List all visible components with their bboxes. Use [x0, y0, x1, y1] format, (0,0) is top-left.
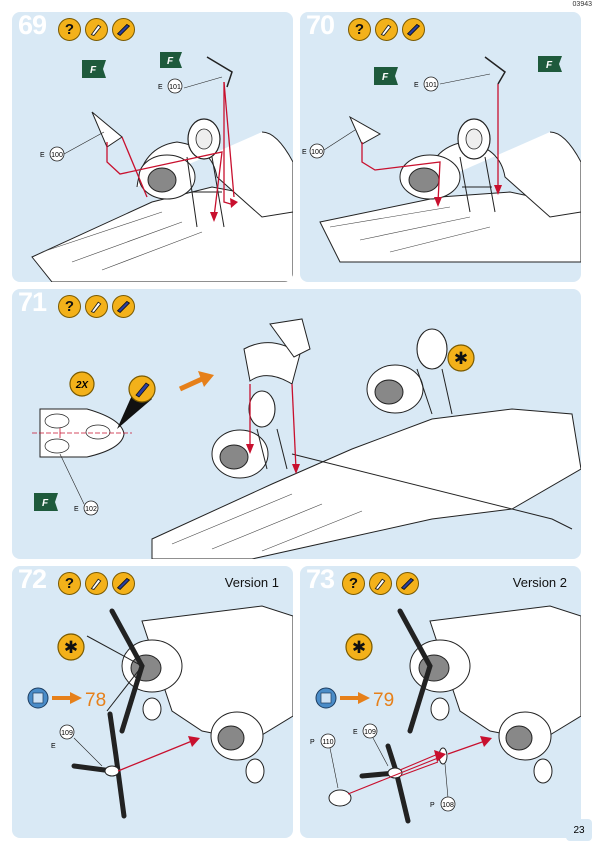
flag-label: F	[167, 56, 174, 67]
brush-icon	[85, 18, 108, 41]
goto-step: 79	[373, 690, 394, 711]
part-number: 100	[311, 149, 323, 156]
step-71-illustration: 2X F 102 E	[32, 318, 581, 559]
paint-icon	[112, 295, 135, 318]
step-71-panel: 71 ? 2X F 102 E	[12, 289, 581, 559]
step-70-illustration: F F 101 E 100 E	[302, 56, 581, 263]
paint-icon	[402, 18, 425, 41]
part-prefix: E	[40, 152, 45, 159]
step-70-panel: 70 ? F F 101 E 100 E	[300, 12, 581, 282]
step-number: 72	[18, 566, 47, 594]
part-prefix: P	[430, 802, 435, 809]
part-number: 102	[85, 506, 97, 513]
step-icons: ?	[58, 18, 135, 41]
version-label: Version 1	[224, 575, 279, 590]
flag-label: F	[42, 498, 49, 509]
step-number: 70	[306, 12, 335, 40]
step-icons: ?	[348, 18, 425, 41]
flag-label: F	[546, 60, 553, 71]
catalog-code: 03943	[572, 1, 592, 8]
question-icon: ?	[342, 572, 365, 595]
step-icons: ?	[342, 572, 419, 595]
question-icon: ?	[348, 18, 371, 41]
step-number: 69	[18, 12, 47, 40]
part-prefix: E	[414, 82, 419, 89]
step-73-illustration: ✱ 79 110 P 109 E 108 P	[310, 605, 581, 824]
question-icon: ?	[58, 18, 81, 41]
glue-icon: ✱	[352, 638, 366, 657]
part-number: 110	[322, 739, 333, 746]
brush-icon	[369, 572, 392, 595]
flag-label: F	[90, 65, 97, 76]
step-icons: ?	[58, 295, 135, 318]
part-number: 109	[61, 730, 73, 737]
part-prefix: P	[310, 739, 315, 746]
version-label: Version 2	[512, 575, 567, 590]
part-number: 108	[442, 802, 454, 809]
question-icon: ?	[58, 572, 81, 595]
part-prefix: E	[74, 506, 79, 513]
multiplier-badge: 2X	[75, 380, 90, 391]
part-prefix: E	[158, 84, 163, 91]
step-72-panel: 72 ? Version 1 ✱ 78 109 E	[12, 566, 293, 838]
step-icons: ?	[58, 572, 135, 595]
paint-icon	[112, 572, 135, 595]
brush-icon	[375, 18, 398, 41]
part-number: 109	[364, 729, 376, 736]
goto-step: 78	[85, 690, 106, 711]
question-icon: ?	[58, 295, 81, 318]
part-number: 101	[425, 82, 437, 89]
part-prefix: E	[51, 743, 56, 750]
step-73-panel: 73 ? Version 2 ✱ 79 110 P	[300, 566, 581, 838]
part-prefix: E	[302, 149, 307, 156]
glue-icon: ✱	[64, 638, 78, 657]
step-69-panel: 69 ? F F 101 E 100	[12, 12, 293, 282]
part-number: 100	[51, 152, 63, 159]
brush-icon	[85, 295, 108, 318]
paint-icon	[112, 18, 135, 41]
brush-icon	[85, 572, 108, 595]
step-69-illustration: F F 101 E 100 E	[31, 52, 293, 282]
part-prefix: E	[353, 729, 358, 736]
flag-label: F	[382, 72, 389, 83]
glue-icon: ✱	[454, 349, 468, 368]
part-number: 101	[169, 84, 181, 91]
step-72-illustration: ✱ 78 109 E	[27, 605, 293, 819]
step-number: 71	[18, 289, 47, 317]
step-number: 73	[306, 566, 335, 594]
paint-icon	[396, 572, 419, 595]
page-number: 23	[566, 819, 592, 841]
